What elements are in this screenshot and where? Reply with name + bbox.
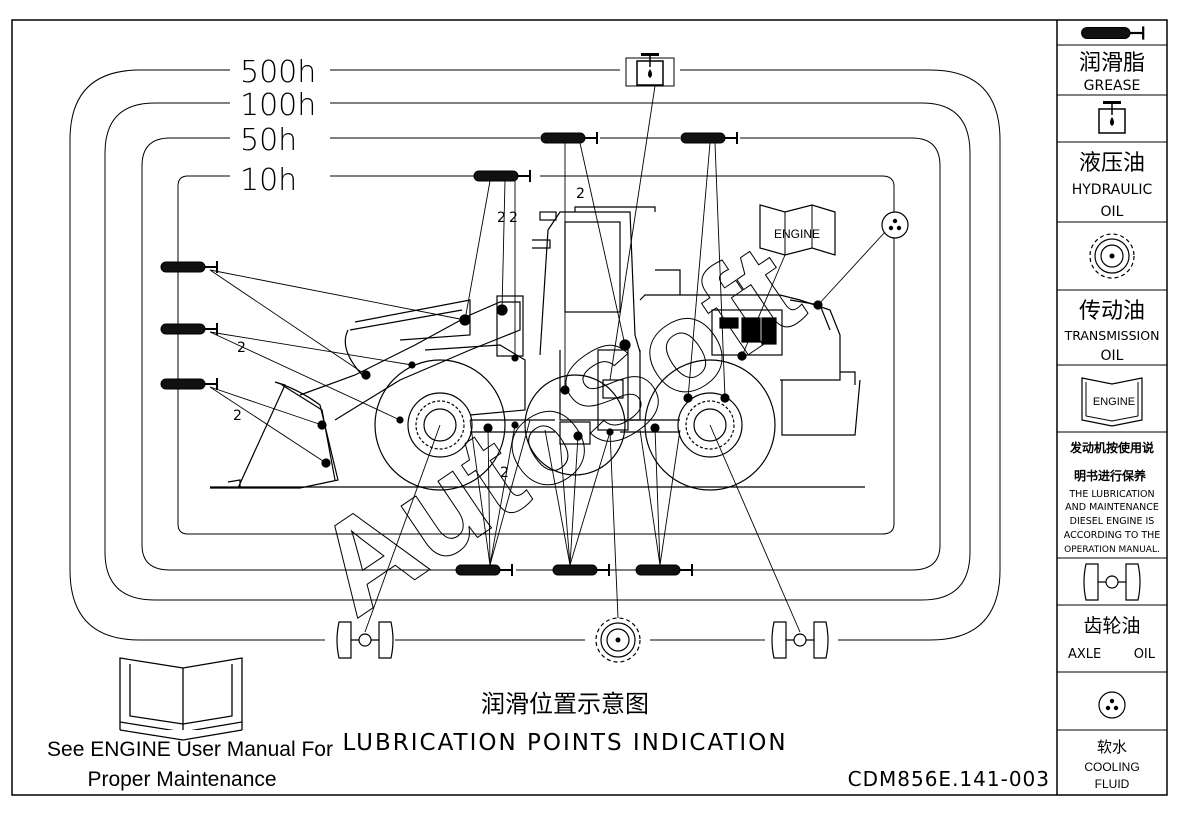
legend-transmission-cn: 传动油 [1079, 299, 1145, 324]
engine-manual-callout: ENGINE [759, 204, 836, 256]
rear-axle-callout-icon [771, 621, 829, 659]
interval-label-50h: 50h [240, 123, 297, 158]
legend-transmission-en-1: TRANSMISSION [1064, 328, 1160, 343]
legend-grease-en: GREASE [1084, 78, 1141, 94]
watermark: AutoSoft [289, 215, 826, 643]
legend-engine-cn-2: 明书进行保养 [1074, 468, 1146, 483]
legend-engine-icon-label: ENGINE [1093, 396, 1135, 408]
legend-cooling-en-1: COOLING [1084, 760, 1139, 774]
interval-10h-frame [177, 175, 895, 535]
diagram-title-en: LUBRICATION POINTS INDICATION [342, 730, 787, 756]
engine-callout-label: ENGINE [774, 227, 820, 241]
hydraulic-oil-tank-icon [1098, 100, 1126, 134]
transmission-callout-icon [595, 617, 641, 663]
drawing-border [11, 19, 1168, 796]
axle-icon [1083, 563, 1141, 601]
quantity-label: 2 [500, 465, 509, 481]
legend-cooling-cn: 软水 [1097, 739, 1127, 756]
legend-hydraulic-en-2: OIL [1101, 204, 1124, 220]
legend-engine-en-5: OPERATION MANUAL. [1064, 545, 1160, 555]
legend-axle-en-2: OIL [1134, 647, 1156, 662]
legend-column: 润滑脂 GREASE 液压油 HYDRAULIC OIL 传动油 TRANSMI… [1057, 25, 1167, 791]
legend-transmission-en-2: OIL [1101, 348, 1124, 364]
legend-engine-en-3: DIESEL ENGINE IS [1070, 516, 1155, 527]
legend-axle-cn: 齿轮油 [1083, 615, 1140, 637]
interval-label-10h: 10h [240, 163, 297, 198]
legend-engine-en-2: AND MAINTENANCE [1065, 502, 1159, 513]
coolant-callout-icon [881, 211, 909, 239]
legend-axle-en-1: AXLE [1068, 647, 1101, 662]
hydraulic-tank-callout [625, 52, 675, 87]
legend-hydraulic-cn: 液压油 [1079, 151, 1145, 176]
engine-note-line2: Proper Maintenance [87, 768, 276, 791]
quantity-label: 2 [509, 210, 518, 226]
engine-manual-icon: ENGINE [1081, 377, 1143, 427]
interval-label-100h: 100h [240, 88, 316, 123]
legend-grease-cn: 润滑脂 [1079, 51, 1145, 76]
engine-note-line1: See ENGINE User Manual For [47, 738, 333, 761]
interval-label-500h: 500h [240, 55, 316, 90]
drawing-code: CDM856E.141-003 [848, 767, 1050, 791]
coolant-drops-icon [1098, 691, 1126, 719]
transmission-gear-icon [1089, 233, 1135, 279]
leader-lines [209, 85, 886, 633]
diagram-title-cn: 润滑位置示意图 [481, 690, 649, 718]
legend-engine-en-1: THE LUBRICATION [1068, 489, 1154, 500]
interval-100h-frame [104, 102, 971, 601]
quantity-label: 2 [237, 340, 246, 356]
interval-500h-frame [69, 69, 1001, 641]
legend-cooling-en-2: FLUID [1095, 777, 1130, 791]
legend-engine-en-4: ACCORDING TO THE [1064, 530, 1161, 541]
quantity-label: 2 [576, 186, 585, 202]
legend-engine-cn-1: 发动机按使用说 [1069, 440, 1154, 455]
grease-gun-icon [1080, 25, 1145, 41]
quantity-label: 2 [497, 210, 506, 226]
legend-hydraulic-en-1: HYDRAULIC [1072, 182, 1153, 198]
manual-book-icon [119, 657, 243, 741]
interval-50h-frame [141, 137, 941, 571]
quantity-label: 2 [233, 408, 242, 424]
